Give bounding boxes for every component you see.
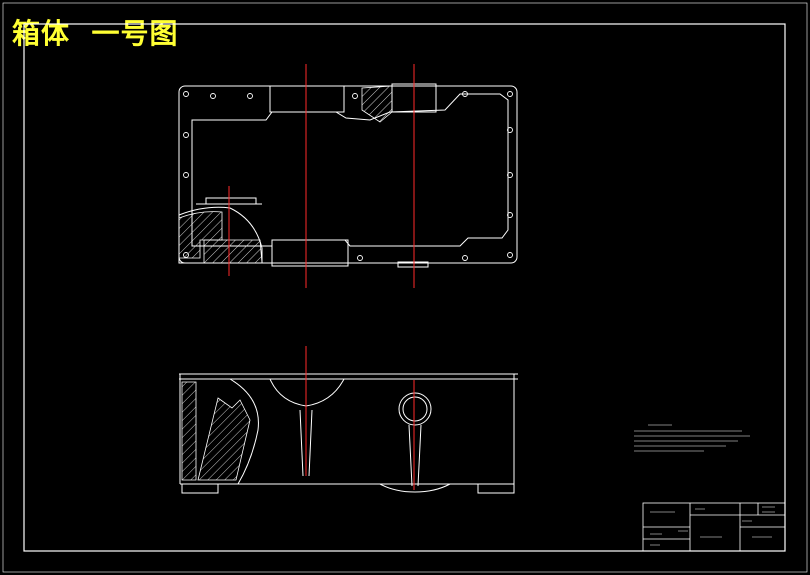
top-view <box>178 83 518 268</box>
bearing-seat-arc <box>269 378 345 407</box>
drain-plug <box>397 261 429 268</box>
front-view-centerlines <box>305 346 415 490</box>
top-view-outer-outline <box>178 85 518 264</box>
foot-right <box>477 483 515 494</box>
front-view <box>179 373 518 494</box>
top-section-hatch-right <box>361 85 393 123</box>
bottom-profile <box>379 483 451 493</box>
inner-border <box>23 23 786 552</box>
bolt-holes <box>183 91 513 261</box>
inspection-hole <box>398 392 432 426</box>
title-block-marks <box>650 506 775 546</box>
top-view-centerlines <box>228 64 415 288</box>
oil-gauge-plate <box>205 197 257 205</box>
top-boss-left <box>269 85 345 113</box>
front-section-hatch-wall <box>181 381 197 481</box>
inner-wall <box>229 378 259 485</box>
title-block <box>642 502 786 552</box>
technical-notes <box>634 424 750 452</box>
top-view-inner-outline <box>191 93 509 247</box>
front-section-hatch-rib <box>197 397 251 481</box>
front-view-channels <box>299 409 422 487</box>
top-section-hatch-left <box>178 211 223 259</box>
drawing-title: 箱体 一号图 <box>12 17 179 50</box>
bottom-boss <box>271 239 349 267</box>
foot-left <box>181 483 219 494</box>
corner-section-outline <box>178 206 263 264</box>
top-section-hatch-bottom <box>203 239 263 264</box>
